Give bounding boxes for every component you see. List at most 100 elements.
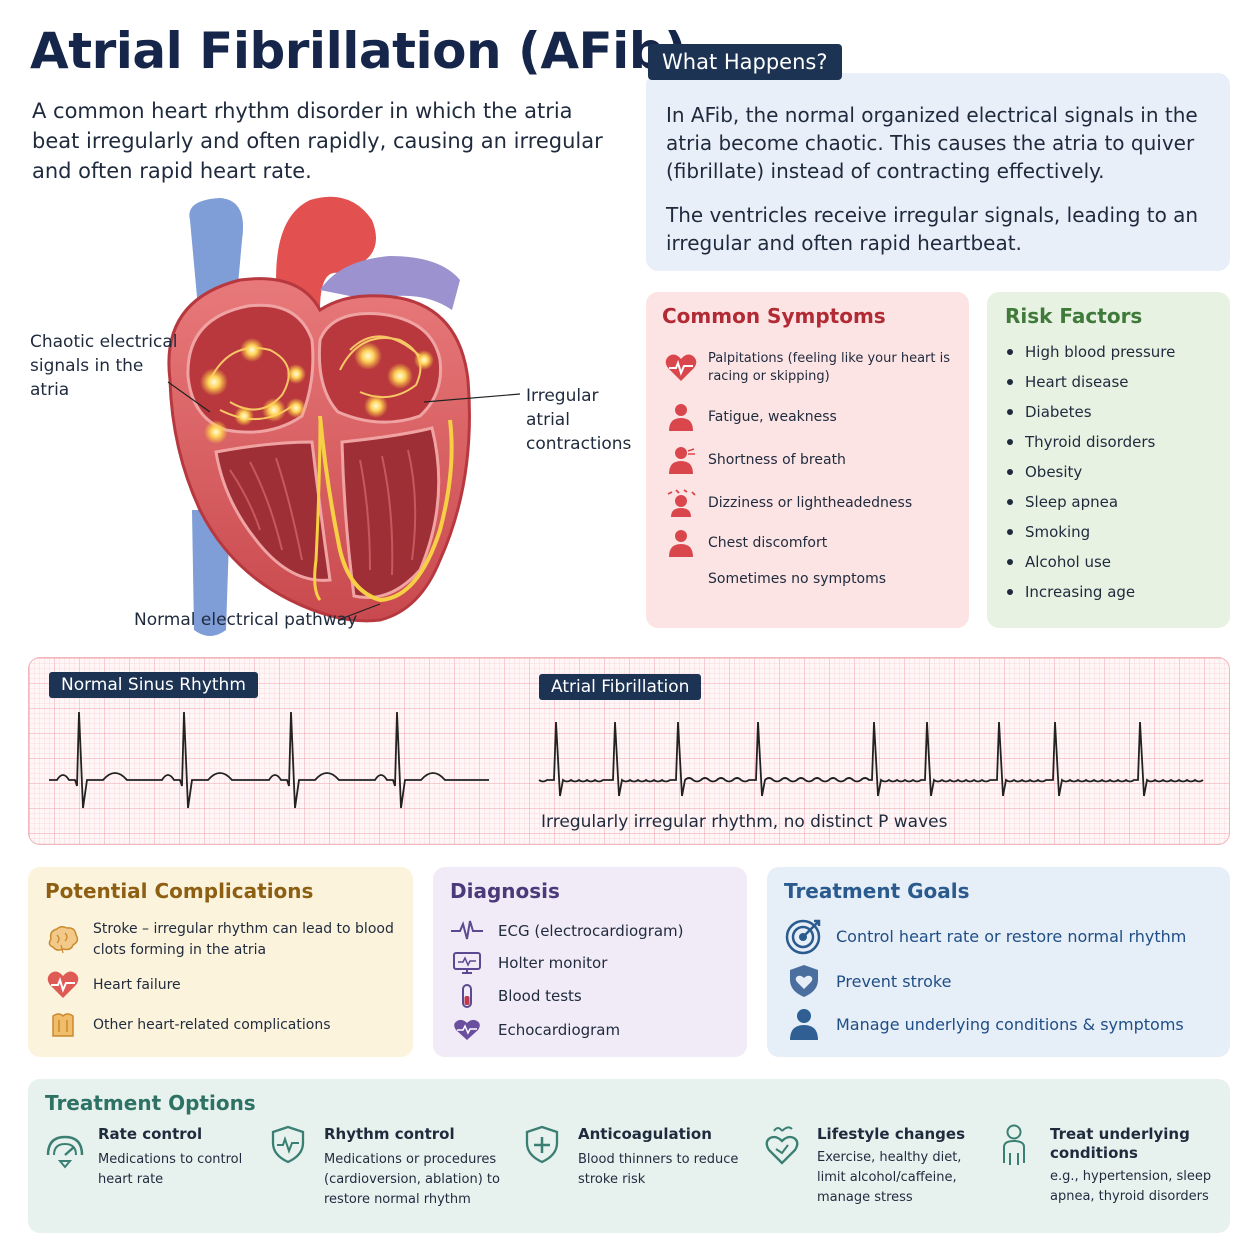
option-desc: Exercise, healthy diet, limit alcohol/ca… bbox=[817, 1150, 962, 1205]
list-item: ECG (electrocardiogram) bbox=[450, 919, 684, 943]
muscle-striations bbox=[229, 449, 417, 576]
goal-text: Control heart rate or restore normal rhy… bbox=[836, 926, 1187, 946]
heart-wave-icon bbox=[454, 1019, 480, 1040]
target-icon bbox=[785, 919, 821, 955]
list-item: Smoking bbox=[1005, 522, 1212, 552]
symptom-text: Dizziness or lightheadedness bbox=[708, 495, 913, 511]
callout-irregular-contractions: Irregular atrial contractions bbox=[526, 386, 632, 454]
heart-illustration bbox=[20, 180, 640, 640]
what-happens-tag: What Happens? bbox=[648, 44, 842, 80]
treatment-options-box: Treatment Options Rate control Medicatio… bbox=[28, 1079, 1230, 1233]
diagnosis-box: Diagnosis ECG (electrocardiogram) Holter… bbox=[433, 867, 747, 1057]
what-happens-box: In AFib, the normal organized electrical… bbox=[646, 73, 1230, 271]
brain-icon bbox=[48, 925, 79, 954]
list-item: Prevent stroke bbox=[784, 963, 951, 999]
list-item: Stroke – irregular rhythm can lead to bl… bbox=[45, 919, 400, 961]
list-item: Holter monitor bbox=[450, 951, 607, 975]
heart-pulse-icon bbox=[665, 354, 697, 381]
option-lifestyle-changes: Lifestyle changes Exercise, healthy diet… bbox=[817, 1125, 977, 1208]
goal-text: Prevent stroke bbox=[836, 971, 952, 991]
option-rhythm-control: Rhythm control Medications or procedures… bbox=[324, 1125, 504, 1210]
diagnosis-text: Blood tests bbox=[498, 987, 582, 1005]
intro-text: A common heart rhythm disorder in which … bbox=[32, 99, 603, 183]
ecg-wave-icon bbox=[451, 920, 483, 940]
risk-factors-box: Risk Factors High blood pressure Heart d… bbox=[987, 292, 1230, 628]
option-rate-control: Rate control Medications to control hear… bbox=[98, 1125, 248, 1190]
list-item: Diabetes bbox=[1005, 402, 1212, 432]
complication-text: Stroke – irregular rhythm can lead to bl… bbox=[93, 921, 394, 958]
symptom-text: Chest discomfort bbox=[708, 535, 828, 551]
electrical-pathway-branch bbox=[313, 415, 322, 601]
treatment-options-title: Treatment Options bbox=[45, 1091, 256, 1115]
complications-title: Potential Complications bbox=[45, 879, 314, 903]
option-desc: e.g., hypertension, sleep apnea, thyroid… bbox=[1050, 1169, 1212, 1204]
dizzy-person-icon bbox=[667, 489, 696, 517]
breath-person-icon bbox=[669, 447, 695, 474]
left-atrium bbox=[317, 312, 443, 424]
organ-icon bbox=[52, 1013, 74, 1037]
chest-person-icon bbox=[669, 530, 693, 557]
list-item: Manage underlying conditions & symptoms bbox=[784, 1007, 1184, 1041]
ecg-caption: Irregularly irregular rhythm, no distinc… bbox=[541, 812, 948, 832]
goal-text: Manage underlying conditions & symptoms bbox=[836, 1014, 1184, 1034]
treatment-goals-title: Treatment Goals bbox=[784, 879, 970, 903]
symptoms-title: Common Symptoms bbox=[662, 304, 886, 328]
shield-heart-icon bbox=[790, 965, 818, 997]
person-icon bbox=[790, 1009, 818, 1040]
monitor-icon bbox=[453, 952, 481, 974]
heart-pulse-icon bbox=[47, 971, 79, 998]
symptom-row: Chest discomfort bbox=[664, 528, 964, 558]
list-item: Increasing age bbox=[1005, 582, 1212, 612]
option-desc: Blood thinners to reduce stroke risk bbox=[578, 1152, 739, 1187]
symptom-row: Sometimes no symptoms bbox=[664, 564, 964, 594]
option-title: Rate control bbox=[98, 1125, 203, 1143]
lifestyle-heart-icon bbox=[765, 1126, 799, 1165]
diagnosis-text: ECG (electrocardiogram) bbox=[498, 922, 684, 940]
right-ventricle bbox=[214, 440, 332, 582]
list-item: Blood tests bbox=[450, 984, 582, 1008]
option-title: Lifestyle changes bbox=[817, 1125, 966, 1143]
diagnosis-text: Holter monitor bbox=[498, 954, 608, 972]
complications-box: Potential Complications Stroke – irregul… bbox=[28, 867, 413, 1057]
symptom-row: Palpitations (feeling like your heart is… bbox=[664, 350, 964, 386]
symptom-text: Fatigue, weakness bbox=[708, 409, 837, 425]
afib-rhythm-trace bbox=[538, 721, 1204, 797]
list-item: Sleep apnea bbox=[1005, 492, 1212, 522]
list-item: Heart disease bbox=[1005, 372, 1212, 402]
option-anticoagulation: Anticoagulation Blood thinners to reduce… bbox=[578, 1125, 748, 1190]
symptom-text: Shortness of breath bbox=[708, 452, 846, 468]
risk-factors-list: High blood pressure Heart disease Diabet… bbox=[1005, 342, 1212, 612]
shield-pulse-icon bbox=[271, 1125, 305, 1164]
option-title: Anticoagulation bbox=[578, 1125, 712, 1143]
signal-sparks bbox=[200, 338, 434, 444]
what-happens-p2: The ventricles receive irregular signals… bbox=[666, 203, 1199, 255]
ecg-comparison-band: Normal Sinus Rhythm Atrial Fibrillation bbox=[28, 657, 1230, 845]
electrical-pathway bbox=[318, 415, 454, 603]
option-desc: Medications to control heart rate bbox=[98, 1152, 243, 1187]
test-tube-icon bbox=[462, 984, 472, 1008]
shield-plus-icon bbox=[525, 1125, 559, 1164]
symptom-text: Sometimes no symptoms bbox=[708, 571, 887, 587]
treatment-goals-box: Treatment Goals Control heart rate or re… bbox=[767, 867, 1230, 1057]
normal-rhythm-label: Normal Sinus Rhythm bbox=[49, 672, 258, 698]
symptom-row: Dizziness or lightheadedness bbox=[664, 488, 964, 518]
list-item: Thyroid disorders bbox=[1005, 432, 1212, 462]
option-title: Treat underlying conditions bbox=[1050, 1125, 1190, 1162]
gauge-icon bbox=[46, 1135, 84, 1169]
person-outline-icon bbox=[1003, 1124, 1025, 1165]
option-desc: Medications or procedures (cardioversion… bbox=[324, 1152, 500, 1207]
callout-chaotic-signals: Chaotic electrical signals in the atria bbox=[30, 332, 178, 400]
callout-normal-pathway: Normal electrical pathway bbox=[134, 610, 358, 630]
symptom-text: Palpitations (feeling like your heart is… bbox=[708, 351, 951, 384]
list-item: High blood pressure bbox=[1005, 342, 1212, 372]
ecg-traces bbox=[49, 711, 1204, 809]
complication-text: Other heart-related complications bbox=[93, 1016, 331, 1033]
aorta bbox=[276, 196, 376, 310]
complication-text: Heart failure bbox=[93, 976, 181, 993]
what-happens-p1: In AFib, the normal organized electrical… bbox=[666, 103, 1198, 183]
symptom-row: Shortness of breath bbox=[664, 445, 964, 475]
list-item: Heart failure bbox=[45, 970, 181, 1000]
list-item: Echocardiogram bbox=[450, 1018, 620, 1042]
list-item: Obesity bbox=[1005, 462, 1212, 492]
symptom-row: Fatigue, weakness bbox=[664, 402, 964, 432]
